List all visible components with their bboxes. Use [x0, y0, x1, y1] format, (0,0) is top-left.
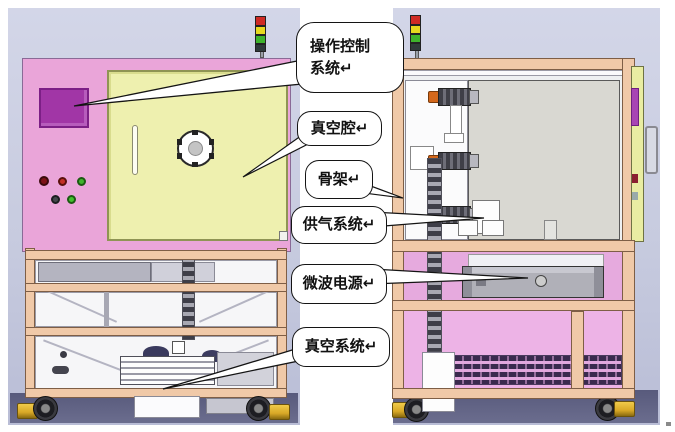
frame-post-left: [392, 58, 404, 398]
gas-system-box: [482, 220, 504, 236]
signal-red-lamp: [255, 16, 266, 26]
callout-label: 骨架↵: [317, 170, 361, 188]
psu-connector: [476, 279, 486, 286]
valve-body: [438, 88, 471, 106]
callout-label: 供气系统↵: [302, 216, 376, 234]
valve-elbow: [444, 133, 464, 143]
viewport-flange: [177, 130, 214, 167]
callout-vacuum-system: 真空系统↵: [292, 327, 390, 367]
psu-dial: [535, 275, 547, 287]
callout-label: 操作控制系统↵: [310, 37, 371, 77]
small-handle: [52, 366, 69, 374]
frame-inner-strip: [400, 70, 628, 76]
frame-beam: [25, 283, 287, 292]
frame-beam: [25, 327, 287, 336]
gas-valve: [428, 88, 479, 106]
callout-frame: 骨架↵: [305, 160, 373, 199]
callout-vacuum-chamber: 真空腔↵: [297, 111, 382, 146]
support-post: [104, 292, 109, 327]
rack-equipment-box: [38, 262, 151, 282]
panel-button-green2: [67, 195, 76, 204]
page-corner-mark: [666, 422, 671, 426]
signal-base: [410, 43, 421, 51]
pump-valve-block: [172, 341, 185, 354]
callout-microwave-power: 微波电源↵: [291, 264, 387, 304]
signal-tower-icon: [410, 15, 421, 52]
valve-flange: [469, 90, 479, 104]
frame-post-center: [571, 311, 584, 391]
signal-green-lamp: [410, 34, 421, 43]
panel-button-black: [51, 195, 60, 204]
panel-button-dark-red: [39, 176, 49, 186]
pump-silencer-box: [217, 352, 274, 386]
chamber-fitting: [544, 220, 557, 240]
flange-bolt: [192, 130, 198, 135]
frame-post-left: [25, 248, 35, 398]
microwave-power-supply: [462, 266, 604, 298]
viewport-glass: [188, 141, 203, 156]
flange-bolt: [177, 153, 182, 159]
door-lock-dot: [632, 174, 638, 183]
frame-beam: [25, 250, 287, 260]
frame-post-right: [277, 248, 287, 398]
signal-base: [255, 44, 266, 52]
signal-tower-icon: [255, 16, 266, 53]
signal-yellow-lamp: [255, 26, 266, 35]
panel-button-green: [77, 177, 86, 186]
gas-system-box: [458, 220, 478, 236]
callout-label: 微波电源↵: [302, 275, 376, 293]
signal-yellow-lamp: [410, 25, 421, 34]
callout-label: 真空系统↵: [304, 338, 378, 356]
frame-beam-bottom: [392, 388, 635, 399]
valve-body: [438, 152, 471, 170]
vacuum-pump-body: [120, 356, 215, 385]
frame-beam-top: [392, 58, 635, 70]
flange-bolt: [177, 139, 182, 145]
cable-chain-horizontal: [452, 355, 622, 385]
signal-red-lamp: [410, 15, 421, 25]
cable-chain-vertical: [427, 158, 442, 352]
door-edge-purple: [631, 88, 639, 126]
callout-gas-supply: 供气系统↵: [291, 206, 387, 244]
callout-control-system: 操作控制系统↵: [296, 22, 404, 93]
pump-tray: [134, 396, 200, 418]
frame-beam: [392, 240, 635, 252]
shelf-middle: [35, 292, 277, 327]
caster-wheel: [33, 396, 58, 421]
leveling-foot: [269, 404, 290, 420]
door-hinge: [632, 192, 638, 200]
flange-bolt: [192, 162, 198, 167]
signal-green-lamp: [255, 35, 266, 44]
door-slot-window: [132, 125, 138, 175]
chain-terminal-box: [422, 352, 455, 412]
control-screen: [39, 88, 89, 128]
door-handle: [645, 126, 658, 174]
caster-wheel: [246, 396, 271, 421]
frame-beam: [392, 300, 635, 311]
psu-endcap: [463, 267, 472, 297]
callout-label: 真空腔↵: [310, 119, 369, 137]
flange-bolt: [209, 139, 214, 145]
leveling-foot: [614, 401, 635, 417]
valve-flange: [469, 154, 479, 168]
door-latch: [279, 231, 288, 241]
small-knob: [60, 351, 67, 358]
flange-bolt: [209, 153, 214, 159]
psu-endcap: [594, 267, 603, 297]
panel-button-red: [58, 177, 67, 186]
valve-bracket: [450, 105, 462, 136]
